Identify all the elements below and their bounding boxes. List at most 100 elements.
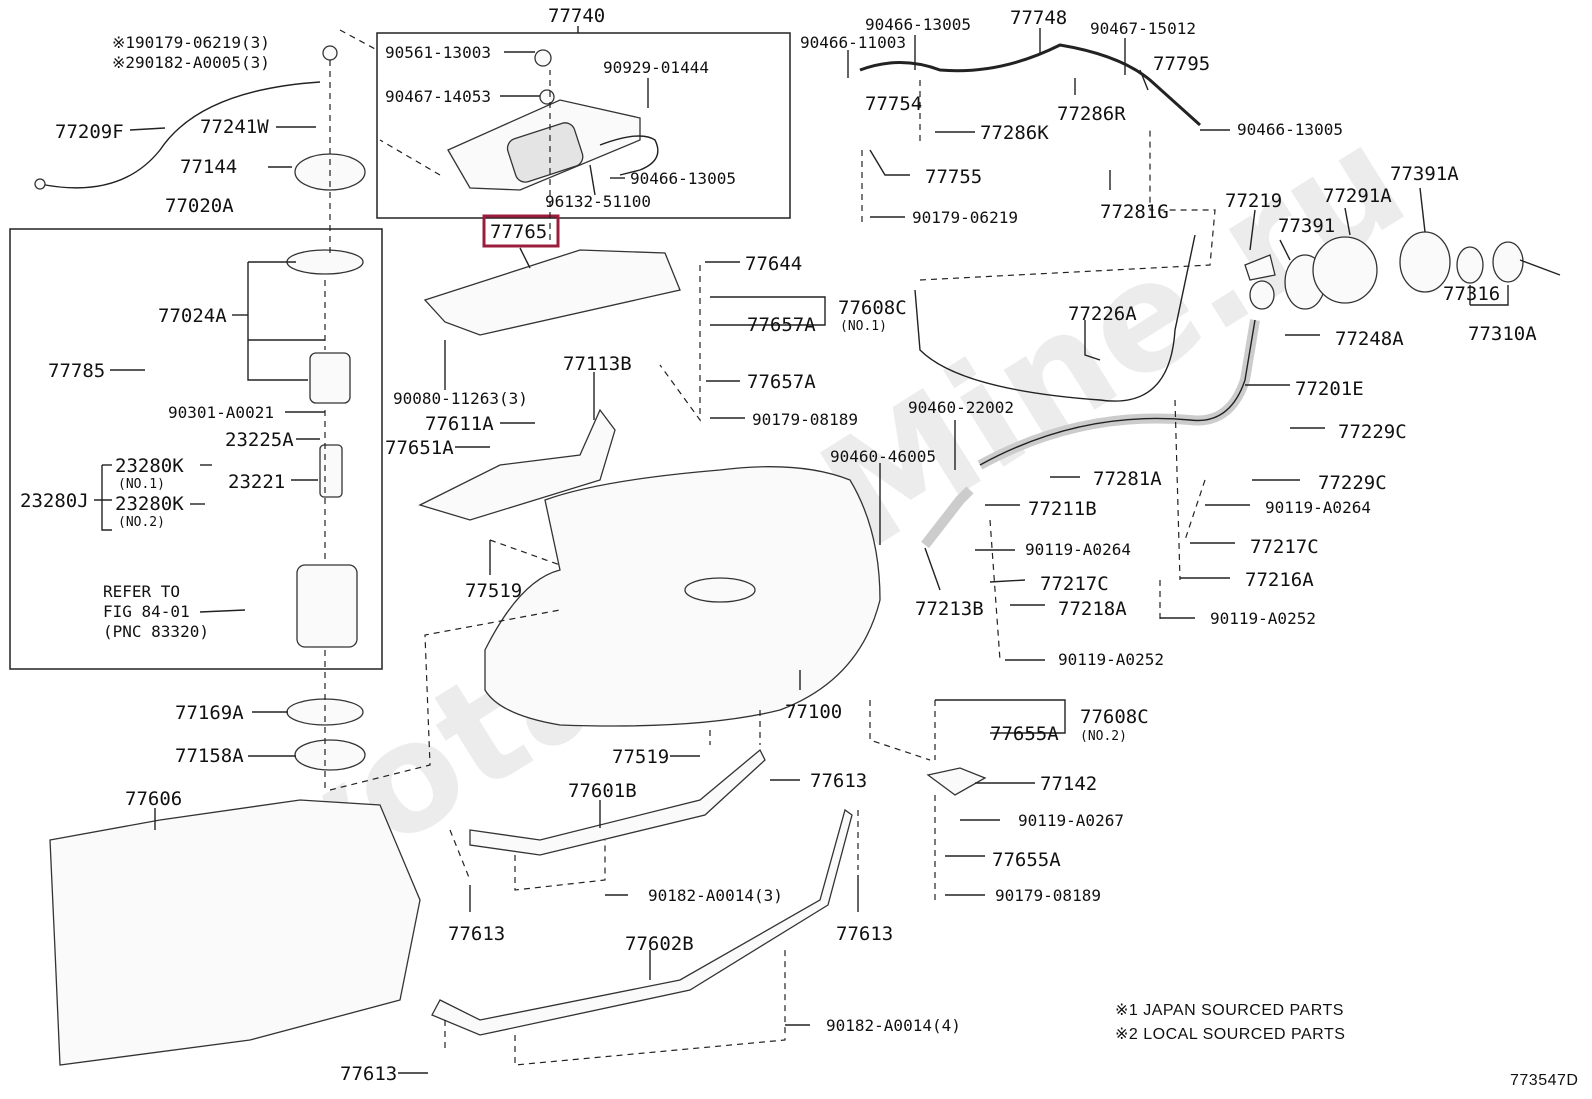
filler-ring-77291A[interactable] <box>1312 236 1378 304</box>
label-77613-b[interactable]: 77613 <box>448 923 505 945</box>
tank-band-77602B[interactable] <box>431 808 853 1036</box>
heat-insulator-77606[interactable] <box>49 799 421 1066</box>
label-77217C-1[interactable]: 77217C <box>1250 536 1319 558</box>
filler-hose-77213B[interactable] <box>921 486 974 549</box>
label-90929-01444[interactable]: 90929-01444 <box>603 58 709 77</box>
label-77519-b[interactable]: 77519 <box>612 746 669 768</box>
label-77218A[interactable]: 77218A <box>1058 598 1127 620</box>
label-77613-c[interactable]: 77613 <box>836 923 893 945</box>
label-77601B[interactable]: 77601B <box>568 780 637 802</box>
label-77657A-2[interactable]: 77657A <box>747 371 816 393</box>
label-90182-A0014-3[interactable]: 90182-A0014(3) <box>648 886 783 905</box>
label-90179-08189-b[interactable]: 90179-08189 <box>995 886 1101 905</box>
label-290182-A0005[interactable]: ※290182-A0005(3) <box>112 53 270 72</box>
protector-plate-77765[interactable] <box>423 249 681 336</box>
label-90179-08189-a[interactable]: 90179-08189 <box>752 410 858 429</box>
label-23225A[interactable]: 23225A <box>225 429 294 451</box>
label-90182-A0014-4[interactable]: 90182-A0014(4) <box>826 1016 961 1035</box>
label-77201E[interactable]: 77201E <box>1295 378 1364 400</box>
label-23280K-1[interactable]: 23280K <box>115 455 184 477</box>
label-77651A[interactable]: 77651A <box>385 437 454 459</box>
label-90466-11003[interactable]: 90466-11003 <box>800 33 906 52</box>
label-77281A[interactable]: 77281A <box>1093 468 1162 490</box>
label-77608C-2[interactable]: 77608C <box>1080 706 1149 728</box>
label-90179-06219[interactable]: 90179-06219 <box>912 208 1018 227</box>
label-77655A-2[interactable]: 77655A <box>992 849 1061 871</box>
label-77748[interactable]: 77748 <box>1010 7 1067 29</box>
label-77144[interactable]: 77144 <box>180 156 237 178</box>
label-23280J[interactable]: 23280J <box>20 490 89 512</box>
canister-assembly[interactable] <box>447 49 659 191</box>
label-77657A-1[interactable]: 77657A <box>747 314 816 336</box>
label-77755[interactable]: 77755 <box>925 166 982 188</box>
label-77217C-2[interactable]: 77217C <box>1040 573 1109 595</box>
label-77286R[interactable]: 77286R <box>1057 103 1126 125</box>
label-77211B[interactable]: 77211B <box>1028 498 1097 520</box>
filler-protector-77219[interactable] <box>1244 254 1276 281</box>
fuel-cap-77310A[interactable] <box>1492 241 1524 283</box>
bracket-77142[interactable] <box>926 767 987 796</box>
label-77754[interactable]: 77754 <box>865 93 922 115</box>
label-77100[interactable]: 77100 <box>785 701 842 723</box>
label-77602B[interactable]: 77602B <box>625 933 694 955</box>
label-77316[interactable]: 77316 <box>1443 283 1500 305</box>
label-77391[interactable]: 77391 <box>1278 215 1335 237</box>
tank-band-77601B[interactable] <box>469 748 766 856</box>
label-23221[interactable]: 23221 <box>228 471 285 493</box>
label-90119-A0264-b[interactable]: 90119-A0264 <box>1025 540 1131 559</box>
fuel-tank-77100[interactable] <box>484 466 881 727</box>
label-23280K-2[interactable]: 23280K <box>115 493 184 515</box>
label-77608C-1[interactable]: 77608C <box>838 297 907 319</box>
label-77291A[interactable]: 77291A <box>1323 185 1392 207</box>
pump-cup[interactable] <box>296 564 358 648</box>
label-90460-46005[interactable]: 90460-46005 <box>830 447 936 466</box>
label-77216A[interactable]: 77216A <box>1245 569 1314 591</box>
label-77613-d[interactable]: 77613 <box>340 1063 397 1085</box>
label-77785[interactable]: 77785 <box>48 360 105 382</box>
pump-body[interactable] <box>309 352 351 404</box>
pump-flange[interactable] <box>286 249 364 275</box>
label-90466-13005-a[interactable]: 90466-13005 <box>630 169 736 188</box>
label-77740[interactable]: 77740 <box>548 5 605 27</box>
label-90466-13005-b[interactable]: 90466-13005 <box>865 15 971 34</box>
label-77020A[interactable]: 77020A <box>165 195 234 217</box>
label-90466-13005-c[interactable]: 90466-13005 <box>1237 120 1343 139</box>
retainer-77158A[interactable] <box>294 739 366 771</box>
label-77310A[interactable]: 77310A <box>1468 323 1537 345</box>
label-77142[interactable]: 77142 <box>1040 773 1097 795</box>
vent-pipe-77748[interactable] <box>859 43 1202 127</box>
highlight-77765[interactable] <box>482 214 560 248</box>
breather-tube-77226A[interactable] <box>914 234 1196 402</box>
label-77209F[interactable]: 77209F <box>55 121 124 143</box>
label-77229C-1[interactable]: 77229C <box>1338 421 1407 443</box>
cap-gasket-77316[interactable] <box>1456 246 1484 284</box>
label-77644[interactable]: 77644 <box>745 253 802 275</box>
label-90467-15012[interactable]: 90467-15012 <box>1090 19 1196 38</box>
label-77113B[interactable]: 77113B <box>563 353 632 375</box>
label-90467-14053[interactable]: 90467-14053 <box>385 87 491 106</box>
label-77024A[interactable]: 77024A <box>158 305 227 327</box>
label-190179-06219[interactable]: ※190179-06219(3) <box>112 33 270 52</box>
label-90460-22002[interactable]: 90460-22002 <box>908 398 1014 417</box>
refer-line-2[interactable]: FIG 84-01 <box>103 602 190 621</box>
label-90301-A0021[interactable]: 90301-A0021 <box>168 403 274 422</box>
label-77169A[interactable]: 77169A <box>175 702 244 724</box>
label-77213B[interactable]: 77213B <box>915 598 984 620</box>
label-90119-A0252-a[interactable]: 90119-A0252 <box>1210 609 1316 628</box>
label-77519-a[interactable]: 77519 <box>465 580 522 602</box>
label-77606[interactable]: 77606 <box>125 788 182 810</box>
label-77281G[interactable]: 77281G <box>1100 201 1169 223</box>
label-90561-13003[interactable]: 90561-13003 <box>385 43 491 62</box>
label-77765[interactable]: 77765 <box>490 221 547 243</box>
label-77219[interactable]: 77219 <box>1225 190 1282 212</box>
label-90080-11263[interactable]: 90080-11263(3) <box>393 389 528 408</box>
label-77795[interactable]: 77795 <box>1153 53 1210 75</box>
label-90119-A0264-a[interactable]: 90119-A0264 <box>1265 498 1371 517</box>
label-77248A[interactable]: 77248A <box>1335 328 1404 350</box>
label-77286K[interactable]: 77286K <box>980 122 1049 144</box>
label-77226A[interactable]: 77226A <box>1068 303 1137 325</box>
label-90119-A0267[interactable]: 90119-A0267 <box>1018 811 1124 830</box>
label-90119-A0252-b[interactable]: 90119-A0252 <box>1058 650 1164 669</box>
label-77611A[interactable]: 77611A <box>425 413 494 435</box>
insulator-77113B[interactable] <box>418 408 616 521</box>
